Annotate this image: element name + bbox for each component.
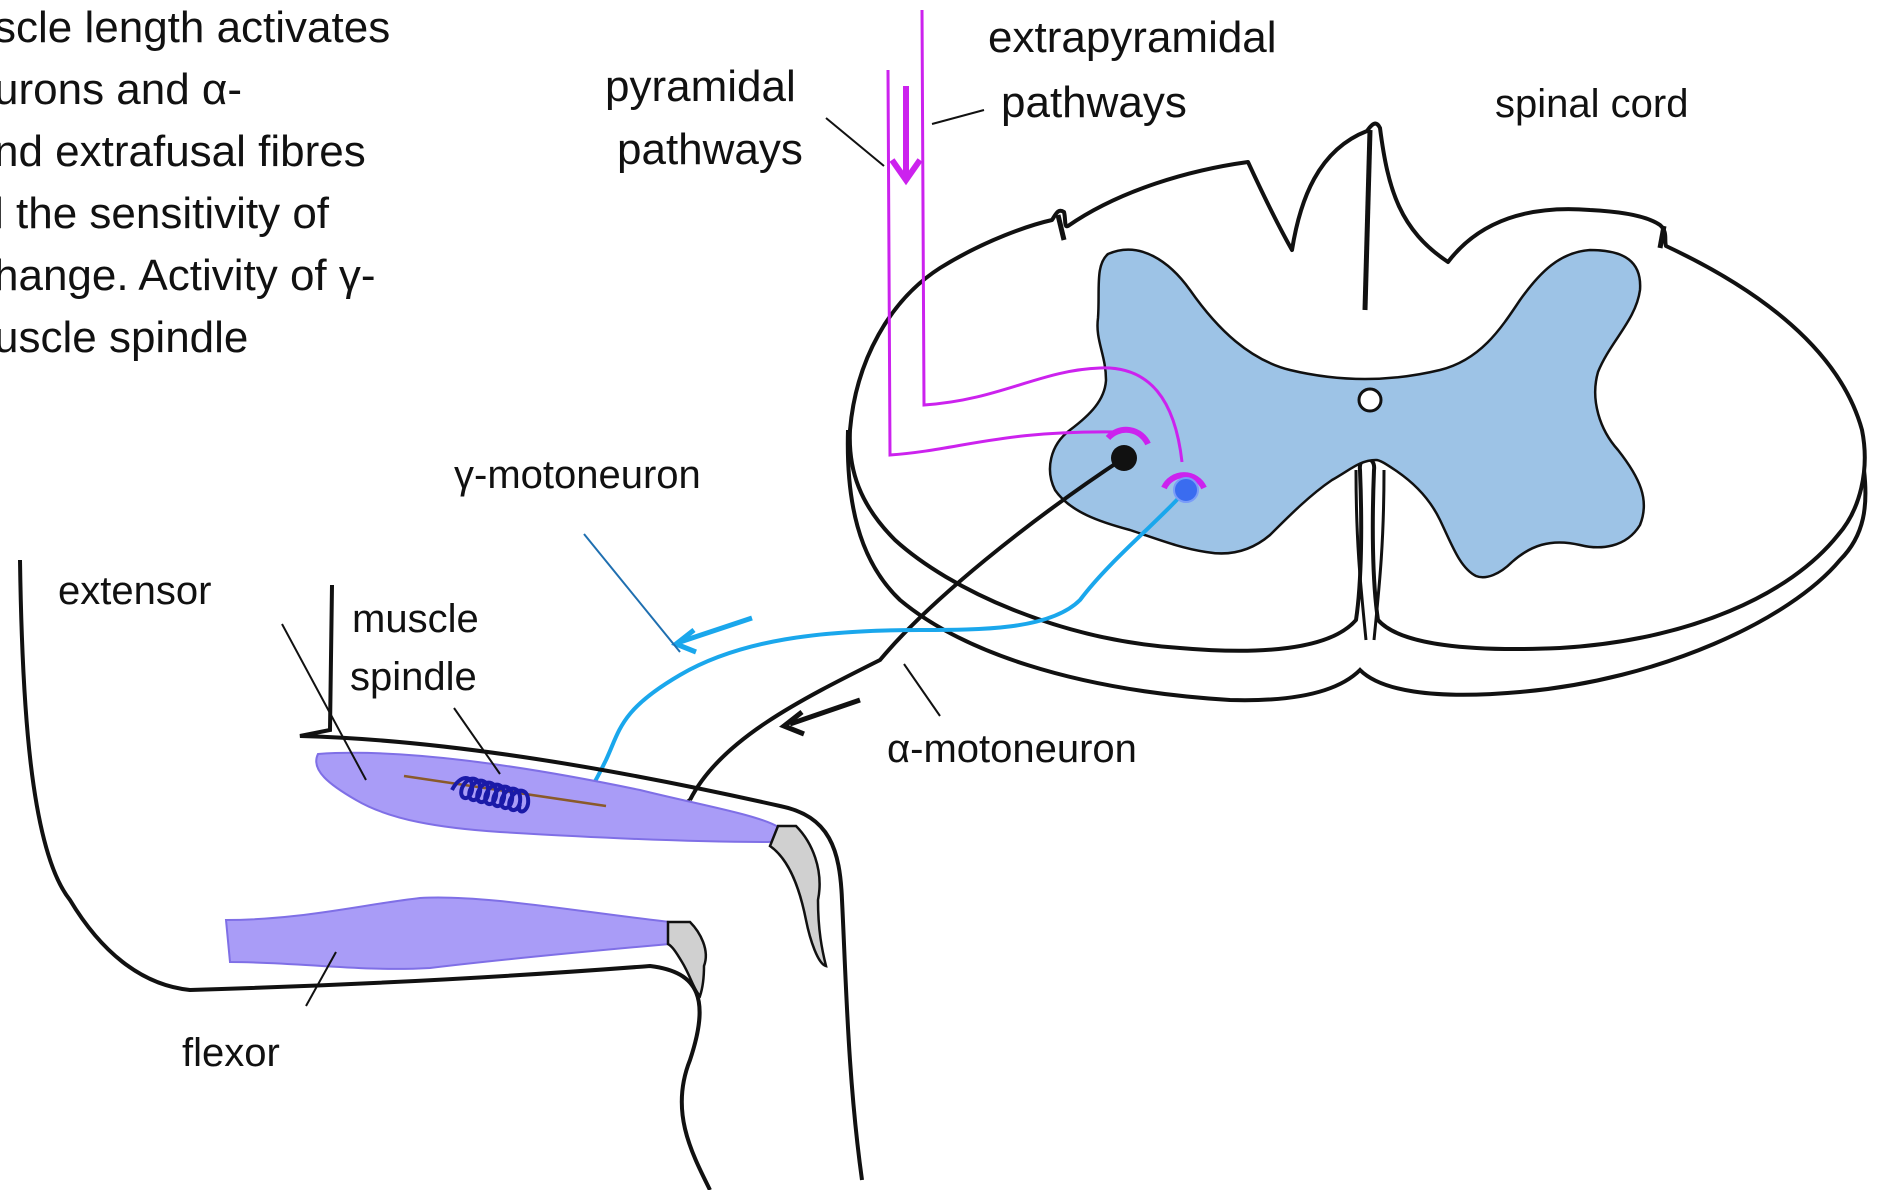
muscles: [226, 753, 826, 996]
extensor-tendon: [770, 826, 826, 966]
label-spinal-cord: spinal cord: [1495, 82, 1688, 126]
spinal-cord: [848, 124, 1866, 701]
paragraph-line-6: uscle spindle: [0, 313, 248, 362]
flexor-muscle: [226, 897, 670, 969]
label-pyramidal-1: pyramidal: [605, 62, 796, 111]
extrapyramidal-leader: [932, 110, 984, 124]
label-extrapyramidal-2: pathways: [1001, 78, 1187, 127]
leader-lines: [282, 110, 984, 1006]
gamma-leader: [584, 534, 680, 652]
label-extrapyramidal-1: extrapyramidal: [988, 13, 1277, 62]
paragraph-line-2: urons and α-: [0, 65, 242, 114]
label-muscle-spindle-2: spindle: [350, 655, 477, 699]
pyramidal-leader: [826, 118, 884, 166]
label-extensor: extensor: [58, 569, 211, 613]
paragraph-line-3: nd extrafusal fibres: [0, 127, 366, 176]
label-flexor: flexor: [182, 1031, 280, 1075]
paragraph-line-5: hange. Activity of γ-: [0, 251, 376, 300]
alpha-leader: [904, 664, 940, 716]
gamma-motoneuron-soma: [1174, 478, 1198, 502]
alpha-motoneuron-soma: [1111, 445, 1137, 471]
label-muscle-spindle-1: muscle: [352, 597, 479, 641]
label-gamma-motoneuron: γ-motoneuron: [454, 453, 701, 497]
label-pyramidal-2: pathways: [617, 125, 803, 174]
description-paragraph: scle length activates urons and α- nd ex…: [0, 3, 390, 362]
flexor-tendon: [668, 922, 706, 996]
paragraph-line-4: l the sensitivity of: [0, 189, 330, 238]
paragraph-line-1: scle length activates: [0, 3, 390, 52]
label-alpha-motoneuron: α-motoneuron: [887, 727, 1137, 771]
central-canal: [1359, 389, 1381, 411]
